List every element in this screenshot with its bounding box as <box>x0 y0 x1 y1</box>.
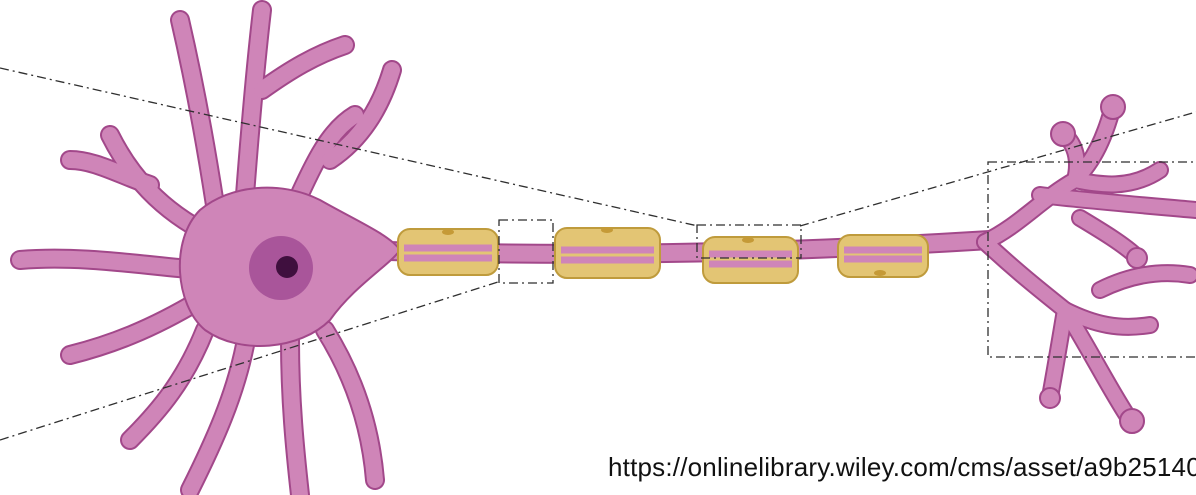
nucleolus <box>276 256 298 278</box>
myelin-sheath <box>398 229 498 275</box>
source-url-caption: https://onlinelibrary.wiley.com/cms/asse… <box>608 452 1196 483</box>
myelin-sheath <box>703 237 798 283</box>
myelin-sheath <box>838 235 928 277</box>
myelin-sheath <box>555 227 660 278</box>
axon-terminals <box>985 110 1196 420</box>
